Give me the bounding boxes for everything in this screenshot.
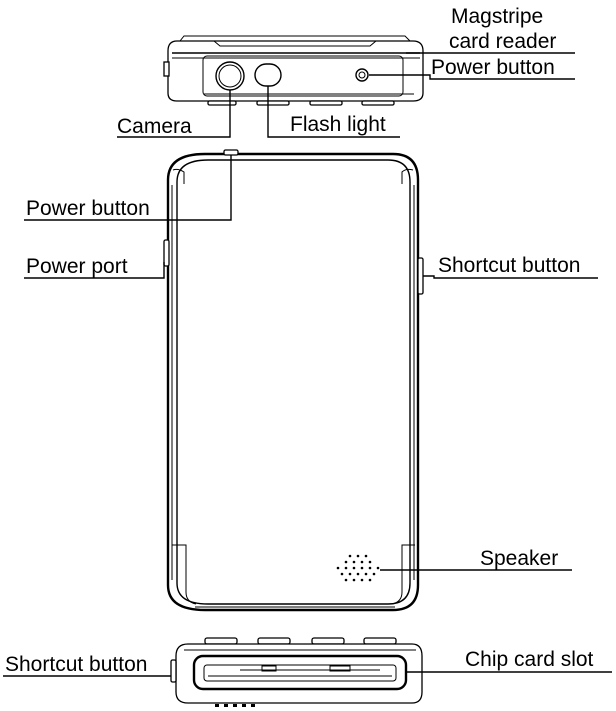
power-port-leader: [24, 262, 165, 279]
top-view-foot-2: [256, 100, 290, 106]
top-view-lens-panel: [202, 55, 404, 97]
bottom-view-vents: [215, 704, 255, 707]
label-shortcut-button-right: Shortcut button: [438, 254, 580, 277]
top-view-foot-1: [207, 100, 237, 106]
front-view-grip-left: [172, 544, 197, 605]
power-button-side: [223, 149, 239, 156]
label-magstripe-line1: Magstripe: [451, 5, 543, 28]
bottom-view-body: [175, 643, 423, 704]
label-chip-card-slot: Chip card slot: [465, 648, 594, 671]
front-view-grip-right: [391, 544, 415, 605]
power-port: [163, 239, 170, 267]
shortcut-button-right: [417, 257, 424, 295]
label-speaker: Speaker: [480, 547, 558, 570]
bottom-view: [170, 637, 423, 707]
top-view: [163, 35, 424, 106]
top-view-side-button: [163, 61, 170, 77]
top-view-body: [167, 40, 424, 102]
label-power-port: Power port: [26, 255, 128, 278]
bottom-view-foot-3: [311, 637, 345, 645]
label-power-button-side: Power button: [26, 197, 150, 220]
front-view-bevel-right-top: [401, 168, 414, 184]
bottom-view-foot-4: [363, 637, 397, 645]
front-view-shell: [166, 152, 420, 612]
front-view-bevel-left-top: [172, 168, 185, 184]
speaker-grille: [336, 554, 380, 582]
label-shortcut-button-bottom: Shortcut button: [5, 653, 147, 676]
label-flash-light: Flash light: [290, 113, 386, 136]
top-view-ridge: [179, 35, 411, 42]
bottom-view-foot-1: [204, 637, 238, 645]
chip-card-slot-inner: [203, 664, 397, 682]
power-button-top-leader: [369, 74, 575, 80]
label-power-button-top: Power button: [431, 56, 555, 79]
front-view: [163, 149, 424, 612]
top-view-foot-4: [361, 100, 395, 106]
power-button-top-inner: [358, 71, 366, 79]
front-view-face: [176, 159, 411, 605]
bottom-view-foot-2: [257, 637, 291, 645]
power-button-side-leader: [24, 155, 232, 221]
shortcut-button-right-leader: [423, 275, 598, 279]
power-button-top: [355, 68, 369, 82]
camera-leader: [117, 90, 231, 138]
top-view-foot-3: [309, 100, 343, 106]
label-camera: Camera: [117, 115, 192, 138]
camera-lens-inner: [218, 64, 242, 88]
shortcut-button-bottom: [170, 659, 177, 683]
chip-card-slot-detail-1: [261, 665, 277, 672]
flash-light-leader: [267, 86, 400, 138]
label-magstripe-line2: card reader: [449, 30, 556, 53]
chip-card-slot-detail-2: [329, 665, 351, 672]
top-view-ridge-inner: [213, 40, 377, 47]
